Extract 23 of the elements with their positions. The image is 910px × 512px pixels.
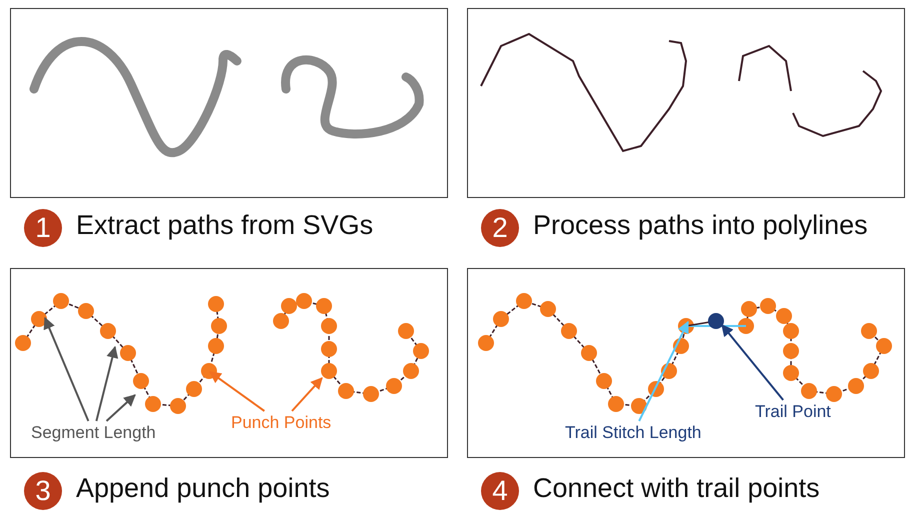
- step-number: 1: [24, 209, 62, 247]
- leader-line: [106, 394, 136, 422]
- annotation-label: Trail Stitch Length: [565, 423, 702, 443]
- annotation-label: Trail Point: [755, 402, 831, 422]
- step-caption: Process paths into polylines: [533, 210, 868, 241]
- step-caption: Append punch points: [76, 473, 330, 504]
- leader-line: [721, 324, 784, 401]
- leader-line: [638, 320, 689, 422]
- step-number: 3: [24, 472, 62, 510]
- panel-frame: [10, 8, 448, 198]
- leader-line: [95, 346, 118, 422]
- step-number: 4: [481, 472, 519, 510]
- panel-frame: [10, 268, 448, 458]
- step-caption: Connect with trail points: [533, 473, 820, 504]
- annotation-label: Punch Points: [231, 413, 332, 433]
- panel-frame: [467, 8, 905, 198]
- leader-line: [291, 377, 323, 412]
- leader-line: [209, 371, 265, 412]
- leader-line: [44, 316, 90, 422]
- panel-frame: [467, 268, 905, 458]
- step-number: 2: [481, 209, 519, 247]
- annotation-label: Segment Length: [31, 423, 156, 443]
- step-caption: Extract paths from SVGs: [76, 210, 374, 241]
